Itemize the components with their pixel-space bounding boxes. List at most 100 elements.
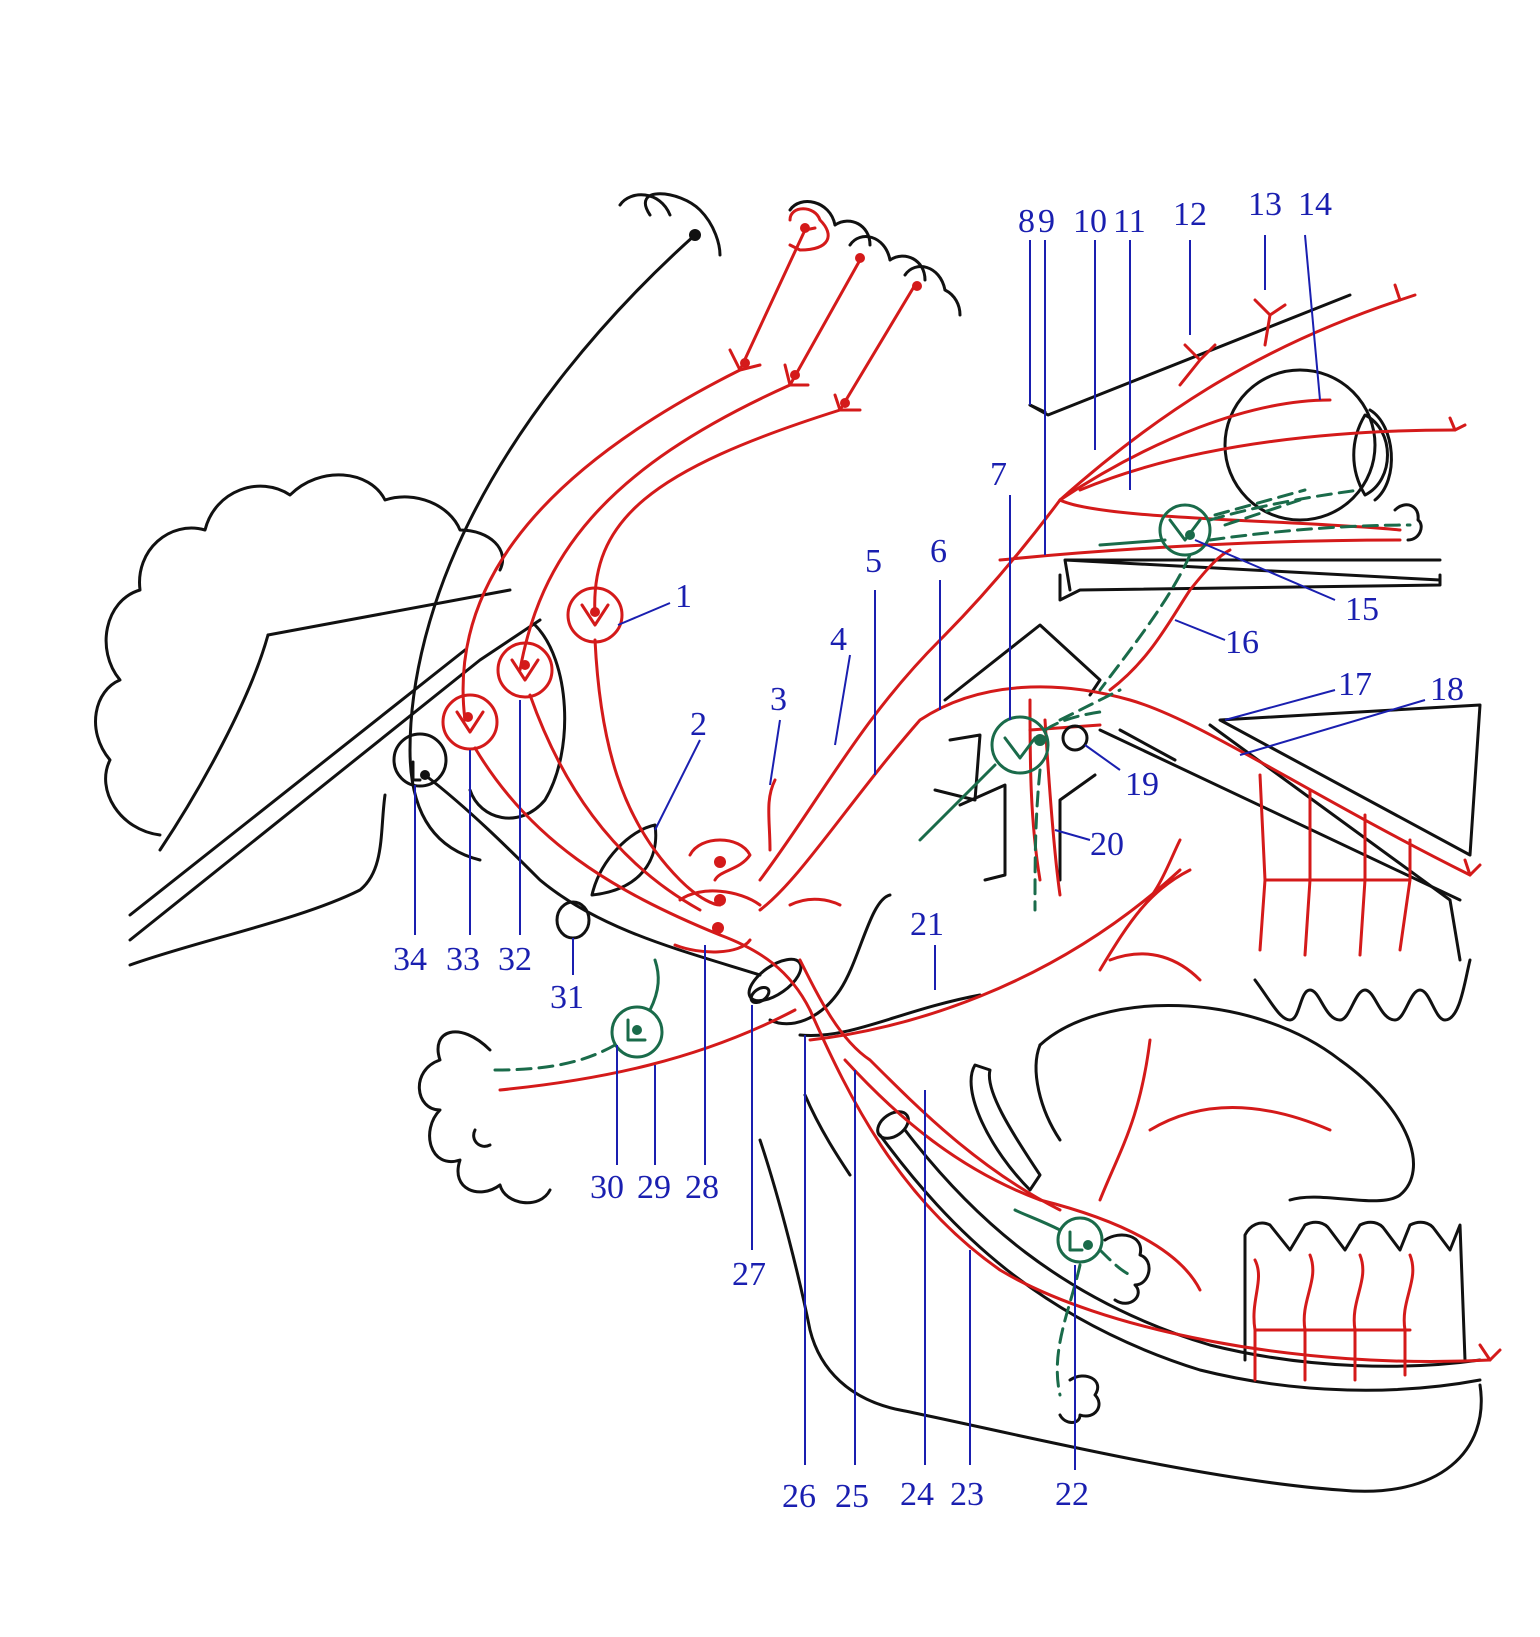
cornea bbox=[1368, 408, 1393, 502]
ganglion-32-dot bbox=[520, 660, 530, 670]
tongue-base bbox=[1034, 1043, 1062, 1142]
label-27: 27 bbox=[732, 1256, 766, 1293]
nerve-4-branch bbox=[788, 897, 842, 907]
receptor-top-3-arc bbox=[903, 265, 962, 317]
ganglion-33-mark bbox=[455, 710, 485, 734]
label-16: 16 bbox=[1225, 624, 1259, 661]
submandibular-root bbox=[1013, 1208, 1062, 1232]
submandibular-ganglion-mark bbox=[1068, 1230, 1084, 1252]
hard-palate bbox=[1218, 703, 1482, 857]
label-30: 30 bbox=[590, 1169, 624, 1206]
label-32: 32 bbox=[498, 941, 532, 978]
receptor-top-2-arc bbox=[848, 235, 927, 282]
submandibular-to-gland bbox=[1098, 1248, 1132, 1277]
receptor-top-3-dot bbox=[912, 281, 922, 291]
ganglion-1-mark bbox=[580, 603, 610, 627]
mandibular-canal-upper bbox=[878, 1133, 1482, 1392]
submandibular-ganglion bbox=[1056, 1216, 1104, 1264]
lower-alveolar-plexus bbox=[1252, 1253, 1415, 1382]
clivus-line-2 bbox=[128, 618, 542, 942]
ciliary-ganglion bbox=[1158, 503, 1212, 557]
nucleus-middle bbox=[678, 889, 762, 907]
leader-lines bbox=[414, 234, 1426, 1470]
frontal-end bbox=[1393, 283, 1417, 302]
fork-dot-2 bbox=[790, 370, 800, 380]
ciliary-to-lacrimal bbox=[1208, 523, 1412, 542]
ganglion-33 bbox=[441, 693, 499, 751]
label-22: 22 bbox=[1055, 1476, 1089, 1513]
nucleus-upper bbox=[688, 838, 752, 882]
red-nerve-b bbox=[518, 258, 862, 672]
label-23: 23 bbox=[950, 1476, 984, 1513]
maxillary-nerve bbox=[758, 685, 1472, 912]
label-21: 21 bbox=[910, 906, 944, 943]
mandibular-canal-lower bbox=[903, 1128, 1482, 1368]
fossa-side-left bbox=[933, 733, 982, 802]
otic-to-parotid bbox=[493, 1043, 617, 1072]
orbit-floor bbox=[1063, 558, 1442, 592]
soft-palate bbox=[969, 1063, 1042, 1192]
ganglion-34 bbox=[392, 732, 448, 788]
label-5: 5 bbox=[865, 543, 882, 580]
lacrimal-gland bbox=[1393, 503, 1423, 542]
lingual-nerve bbox=[843, 1058, 1202, 1292]
nasociliary bbox=[998, 538, 1402, 562]
nucleus-lower-dot bbox=[712, 922, 724, 934]
label-10: 10 bbox=[1073, 203, 1107, 240]
ophthalmic-branch bbox=[1058, 398, 1332, 502]
pterygoid-canal bbox=[958, 773, 1097, 882]
label-3: 3 bbox=[770, 681, 787, 718]
label-25: 25 bbox=[835, 1478, 869, 1515]
supratrochlear-end bbox=[1448, 416, 1467, 432]
submandibular-ganglion-dot bbox=[1083, 1240, 1093, 1250]
buccal-fans bbox=[1098, 838, 1202, 982]
parotid-inner bbox=[472, 1128, 492, 1148]
nerve-3-branch bbox=[767, 778, 777, 852]
foramen-inner bbox=[749, 985, 771, 1005]
label-4: 4 bbox=[830, 621, 847, 658]
central-from-33 bbox=[473, 746, 812, 1012]
upper-alveolar-plexus bbox=[1258, 773, 1412, 957]
red-nerve-a bbox=[461, 228, 807, 722]
fossa-side-right bbox=[1118, 728, 1177, 762]
nucleus-upper-dot bbox=[714, 856, 726, 868]
mandible-outline bbox=[758, 1138, 1483, 1493]
ptg-branch bbox=[1028, 698, 1042, 882]
receptor-top-1-arc bbox=[788, 200, 872, 247]
ganglion-1-dot bbox=[590, 607, 600, 617]
lens bbox=[1352, 413, 1389, 497]
mandible-notch bbox=[768, 893, 892, 1026]
label-19: 19 bbox=[1125, 766, 1159, 803]
submandibular-to-sublingual bbox=[1055, 1263, 1082, 1397]
ganglion-33-dot bbox=[463, 712, 473, 722]
pterygopalatine-ganglion bbox=[990, 715, 1050, 775]
mandibular-foramen bbox=[876, 1110, 910, 1140]
label-15: 15 bbox=[1345, 591, 1379, 628]
maxilla-ridge bbox=[798, 993, 982, 1038]
label-26: 26 bbox=[782, 1478, 816, 1515]
label-7: 7 bbox=[990, 456, 1007, 493]
ptg-dashed-down bbox=[1033, 768, 1042, 912]
ganglion-34-mark bbox=[411, 760, 422, 782]
maxillary-alveolar bbox=[1208, 723, 1462, 962]
ganglion-32 bbox=[496, 641, 554, 699]
label-18: 18 bbox=[1430, 671, 1464, 708]
orbit-roof-tip bbox=[1028, 403, 1047, 414]
parotid-cloud bbox=[417, 1030, 552, 1205]
ptg-root bbox=[918, 763, 997, 842]
label-33: 33 bbox=[446, 941, 480, 978]
tentorium-line bbox=[266, 588, 512, 637]
maxilla-wall bbox=[1098, 728, 1462, 902]
fork-dot-1 bbox=[740, 358, 750, 368]
label-17: 17 bbox=[1338, 666, 1372, 703]
label-6: 6 bbox=[930, 533, 947, 570]
label-13: 13 bbox=[1248, 186, 1282, 223]
label-20: 20 bbox=[1090, 826, 1124, 863]
supraorbital-branch-2 bbox=[1253, 298, 1287, 347]
otic-ganglion-mark bbox=[626, 1018, 647, 1042]
buccal-branch bbox=[808, 868, 1182, 1042]
label-11: 11 bbox=[1113, 203, 1146, 240]
autonomic-nerves bbox=[493, 488, 1423, 1397]
sublingual-cloud bbox=[1058, 1374, 1101, 1424]
green-descending bbox=[1098, 553, 1192, 692]
